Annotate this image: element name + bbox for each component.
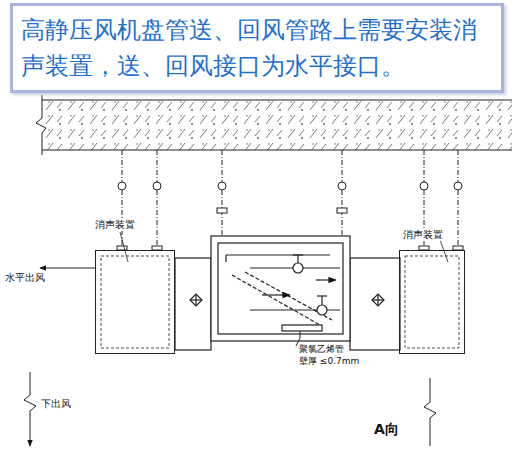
drawing-stroke [342,150,343,235]
leader-line [120,232,128,262]
drawing-stroke [24,372,36,440]
drawing-stroke [293,254,303,255]
drawing-stroke [245,272,332,320]
drawing-stroke [42,100,512,101]
drawing-stroke [293,263,303,273]
hanger-rods [122,150,458,250]
fan-coil-unit [211,236,350,341]
drawing-stroke [321,296,322,305]
silencer-label: 消声装置 [94,219,136,231]
break-line [424,378,436,446]
outlet-label: 下出风 [40,398,72,410]
drawing-stroke [218,243,343,334]
drawing-stroke [157,150,158,250]
drawing-stroke [420,182,428,190]
drawing-stroke [30,440,31,446]
outlet-label: 水平出风 [4,272,46,284]
drawing-stroke [118,182,126,190]
drawing-stroke [338,182,346,190]
silencer-label: 消声装置 [402,229,444,241]
silencer-lining [101,256,459,348]
drawing-stroke [317,295,327,296]
drawing-stroke [316,279,336,280]
drawing-stroke [297,255,298,263]
drawing-stroke [217,208,227,213]
drawing-stroke [262,294,290,295]
drawing-stroke [195,294,196,306]
drawing-stroke [405,256,459,348]
ceiling-slab [36,95,512,155]
down-outlet [24,372,36,446]
drawing-stroke [190,294,202,306]
drawing-stroke [424,378,436,446]
drawing-stroke [175,258,211,350]
drawing-stroke [226,254,330,255]
drawing-stroke [225,255,226,262]
title-box: 高静压风机盘管送、回风管路上需要安装消声装置，送、回风接口为水平接口。 [10,3,504,93]
drawing-stroke [317,305,327,315]
drawing-stroke [153,182,161,190]
horizontal-outlet [40,268,96,269]
drawing-stroke [42,149,512,150]
drawing-stroke [232,275,320,325]
drawing-stroke [122,150,123,250]
leader-line [440,240,448,262]
drawing-stroke [372,294,384,306]
drawing-stroke [458,150,459,250]
drawing-stroke [337,208,347,213]
drawing-stroke [40,268,96,269]
drawing-stroke [454,182,462,190]
drawing-stroke [42,100,512,150]
drawing-stroke [218,182,226,190]
pipe-label: 聚氯乙烯管 [298,344,345,354]
drawing-stroke [211,236,350,341]
silencer-box: 消声装置 [399,250,465,354]
drawing-stroke [36,95,46,155]
title-text: 高静压风机盘管送、回风管路上需要安装消声装置，送、回风接口为水平接口。 [13,6,501,84]
drawing-stroke [222,150,223,235]
pipe-label: 壁厚 ≤0.7mm [298,356,360,366]
silencer-box: 消声装置 [95,250,175,354]
drawing-stroke [101,256,169,348]
drawing-stroke [377,294,378,306]
drawing-stroke [282,325,322,331]
drawing-stroke [350,258,400,350]
drawing-stroke [300,331,301,338]
view-label: A向 [373,421,400,437]
